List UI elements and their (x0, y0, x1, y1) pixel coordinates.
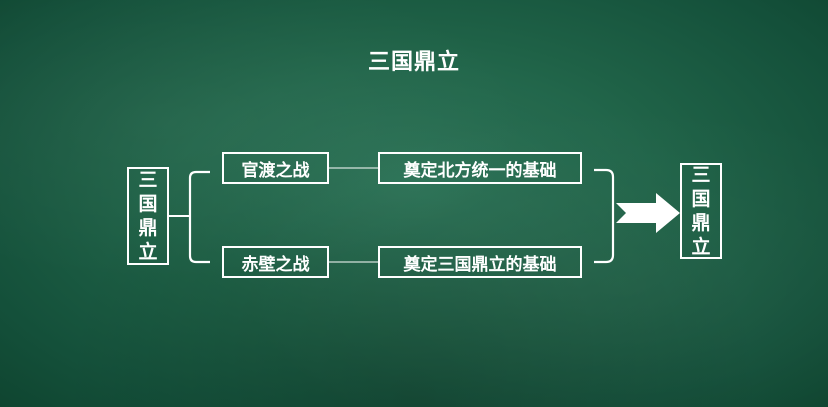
left-box-char: 立 (138, 241, 158, 263)
left-brace (188, 170, 210, 264)
right-brace (594, 168, 615, 264)
result-box-three-kingdoms-foundation: 奠定三国鼎立的基础 (378, 246, 582, 278)
right-three-kingdoms-box: 三 国 鼎 立 (680, 163, 722, 259)
right-box-char: 立 (691, 236, 711, 258)
battle-box-guandu: 官渡之战 (222, 152, 329, 184)
result-box-north-unification: 奠定北方统一的基础 (378, 152, 582, 184)
left-three-kingdoms-box: 三 国 鼎 立 (127, 167, 169, 265)
slide-title: 三国鼎立 (367, 50, 460, 75)
result-arrow (616, 193, 680, 233)
battle-box-chibi: 赤壁之战 (222, 246, 329, 278)
right-box-char: 国 (691, 188, 711, 210)
left-box-char: 三 (138, 169, 158, 191)
right-box-char: 鼎 (691, 212, 711, 234)
right-box-char: 三 (691, 164, 711, 186)
left-box-char: 鼎 (138, 217, 158, 239)
left-box-char: 国 (138, 193, 158, 215)
